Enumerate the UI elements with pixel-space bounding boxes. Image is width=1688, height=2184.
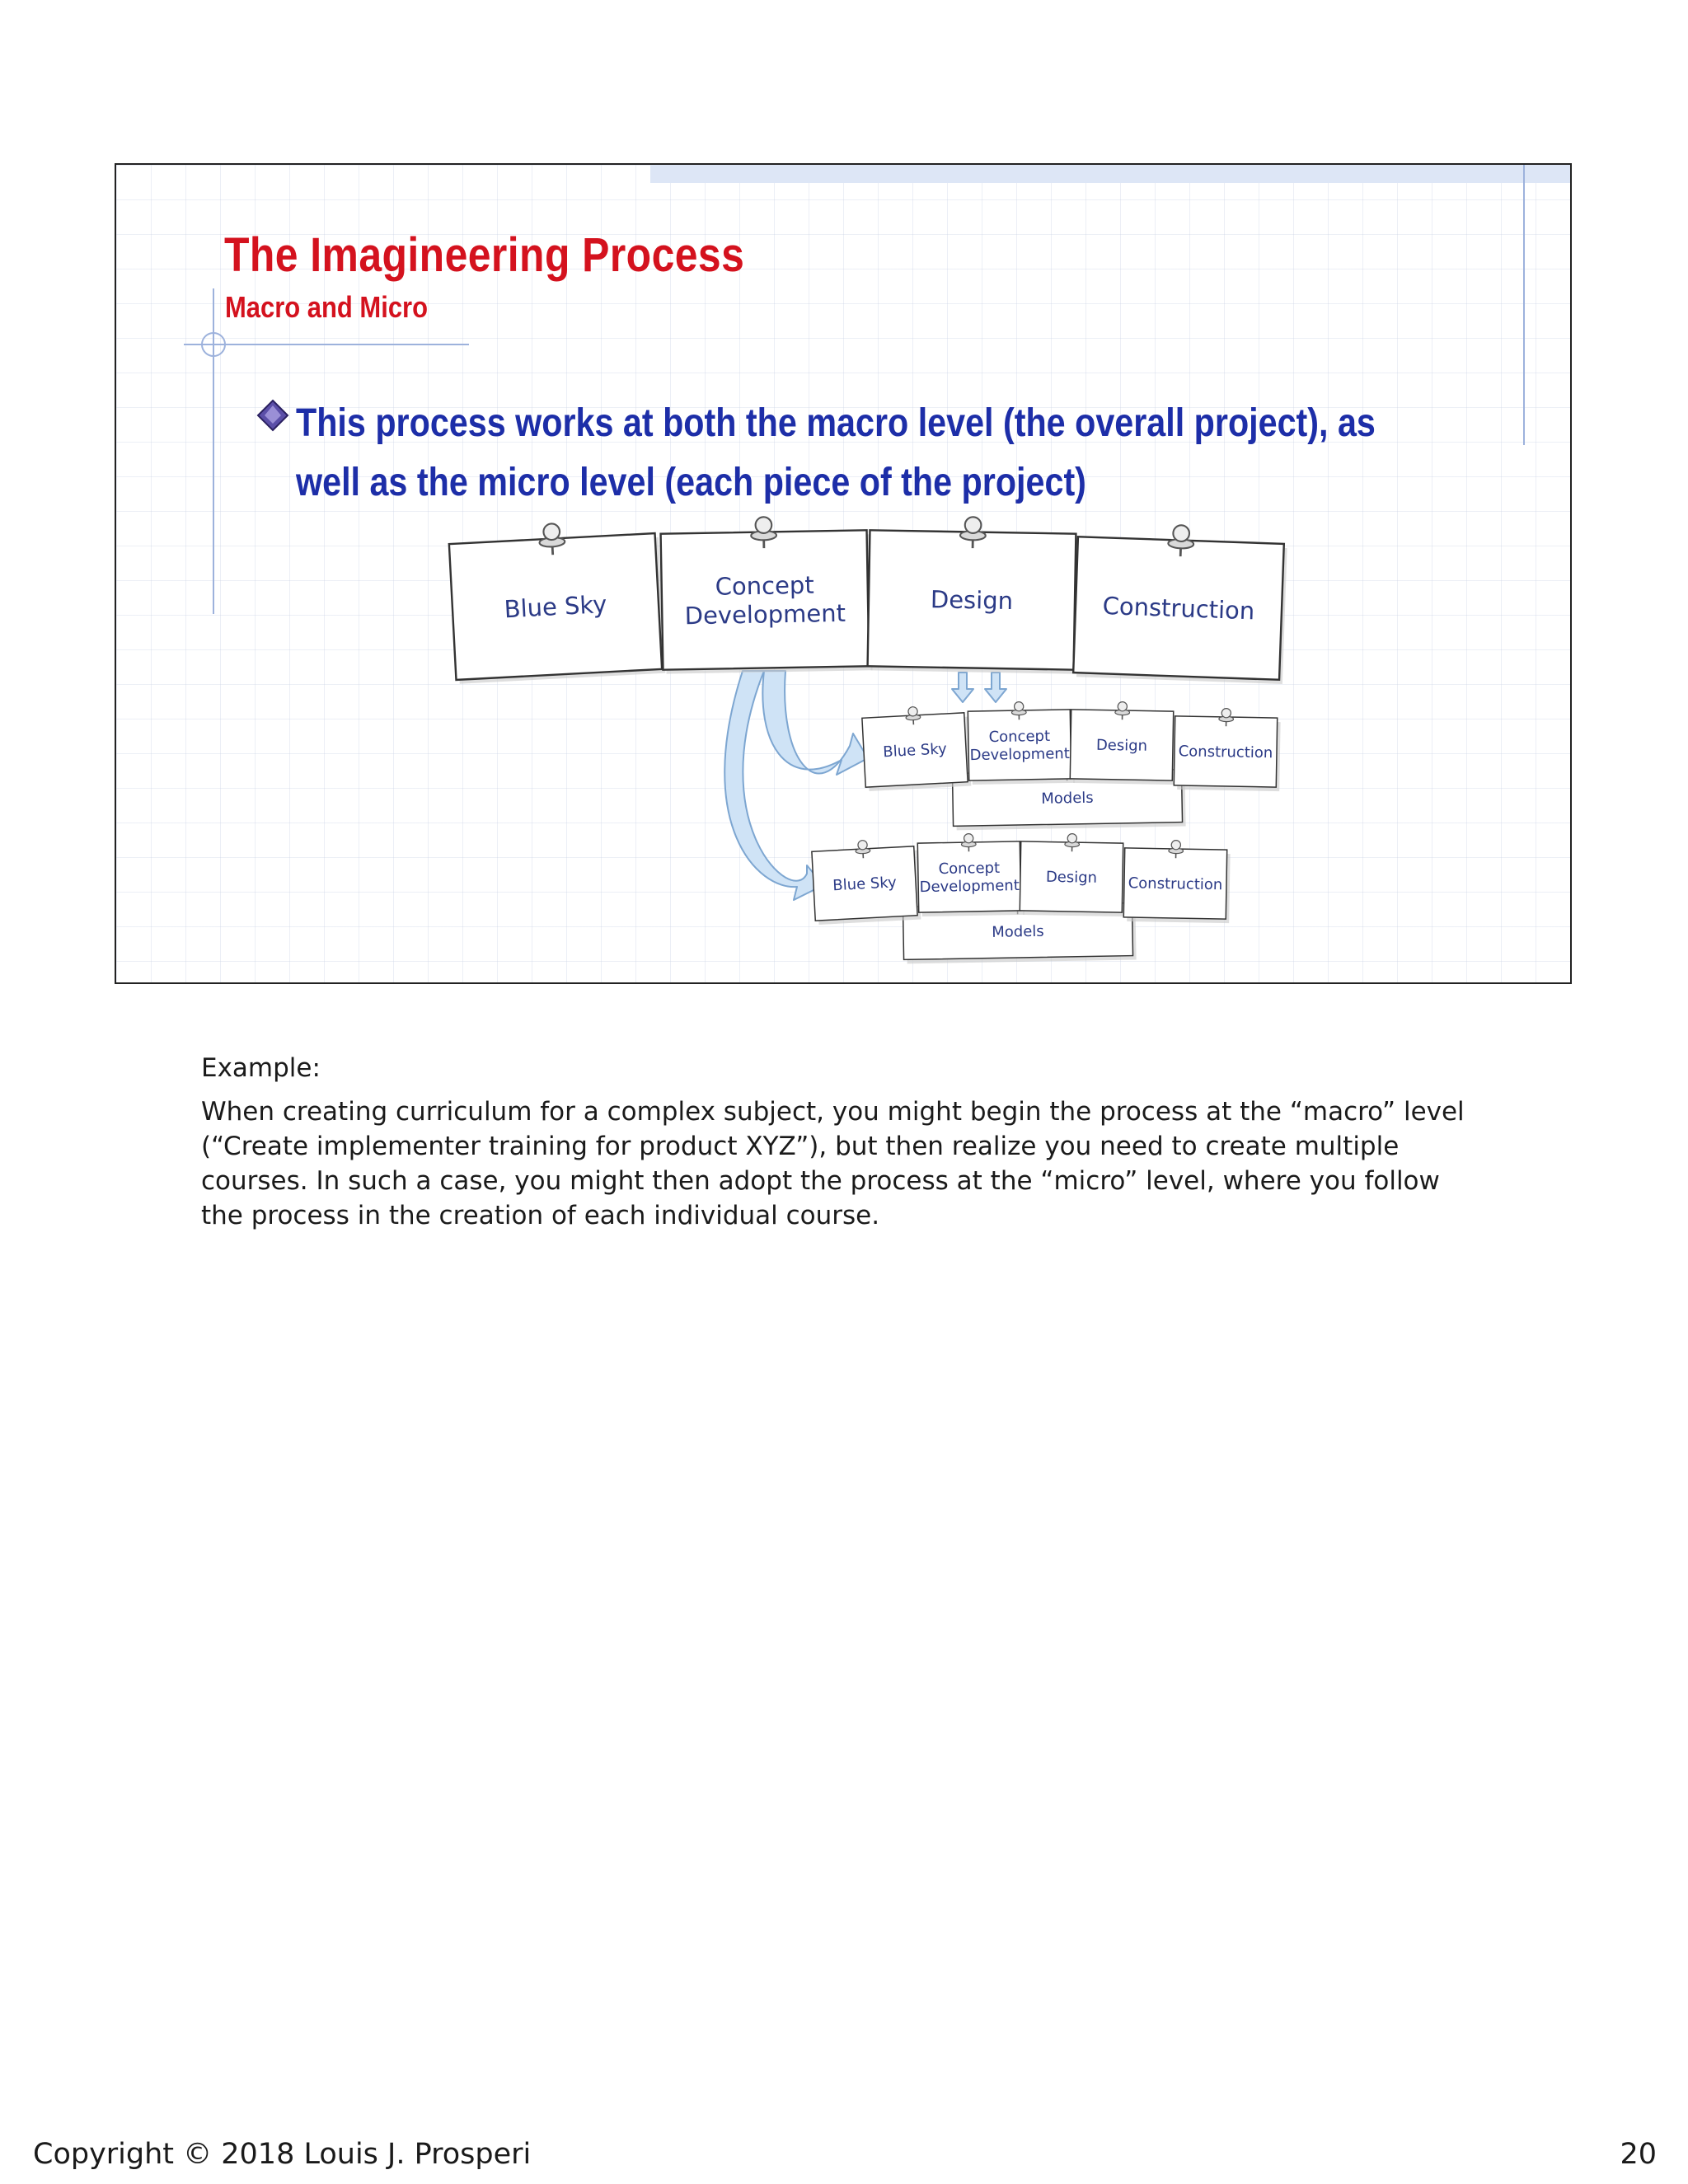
bullet-text: This process works at both the macro lev… bbox=[296, 401, 1376, 504]
sub-card: Design bbox=[1069, 701, 1177, 785]
slide-image: The Imagineering Process Macro and Micro… bbox=[115, 163, 1572, 984]
pushpin-icon bbox=[959, 516, 987, 549]
card-label: Concept bbox=[938, 860, 1000, 878]
down-arrow-icon bbox=[984, 672, 1007, 703]
pushpin-icon bbox=[1168, 840, 1184, 859]
card-label: Models bbox=[992, 923, 1044, 941]
pushpin-icon bbox=[905, 706, 921, 725]
sub-card: Blue Sky bbox=[861, 706, 972, 791]
sub-card: Construction bbox=[1173, 708, 1281, 792]
copyright-text: Copyright © 2018 Louis J. Prosperi bbox=[33, 2138, 532, 2171]
card-label: Development bbox=[684, 599, 846, 630]
pushpin-icon bbox=[1218, 708, 1235, 727]
main-card: Blue Sky bbox=[448, 523, 666, 684]
card-label: Blue Sky bbox=[883, 740, 948, 761]
pushpin-icon bbox=[538, 523, 566, 555]
curved-arrow-to-row1 bbox=[762, 670, 869, 776]
card-label: Blue Sky bbox=[504, 590, 607, 623]
card-label: Development bbox=[969, 745, 1070, 764]
card-label: Design bbox=[1096, 737, 1148, 755]
slide-title: The Imagineering Process bbox=[224, 228, 745, 282]
diamond-bullet-icon bbox=[256, 399, 289, 432]
card-label: Design bbox=[1046, 869, 1098, 887]
slide-decoration bbox=[184, 165, 1570, 614]
pushpin-icon bbox=[855, 840, 871, 859]
pushpin-icon bbox=[1114, 701, 1131, 720]
card-label: Blue Sky bbox=[832, 874, 898, 894]
card-label: Concept bbox=[715, 571, 814, 601]
pushpin-icon bbox=[1010, 701, 1027, 720]
card-label: Construction bbox=[1179, 743, 1273, 762]
curved-arrow-to-row2 bbox=[724, 670, 824, 901]
sub-card: Construction bbox=[1123, 840, 1231, 924]
main-card: Design bbox=[866, 516, 1080, 674]
example-text: When creating curriculum for a complex s… bbox=[201, 1097, 1465, 1230]
main-card: Construction bbox=[1071, 524, 1287, 684]
pushpin-icon bbox=[1167, 524, 1195, 557]
card-label: Concept bbox=[988, 728, 1050, 746]
pushpin-icon bbox=[960, 833, 977, 852]
card-label: Development bbox=[919, 877, 1020, 896]
sub-card: Blue Sky bbox=[811, 840, 921, 925]
sub-card: Design bbox=[1019, 833, 1127, 917]
pushpin-icon bbox=[750, 516, 778, 549]
page-number: 20 bbox=[1620, 2138, 1657, 2171]
pushpin-icon bbox=[1064, 833, 1081, 852]
card-label: Design bbox=[931, 585, 1014, 615]
card-label: Construction bbox=[1128, 874, 1223, 893]
card-label: Models bbox=[1041, 790, 1094, 808]
card-label: Construction bbox=[1102, 592, 1255, 625]
down-arrow-icon bbox=[951, 672, 974, 703]
example-label: Example: bbox=[201, 1053, 321, 1083]
slide-subtitle: Macro and Micro bbox=[225, 290, 429, 324]
